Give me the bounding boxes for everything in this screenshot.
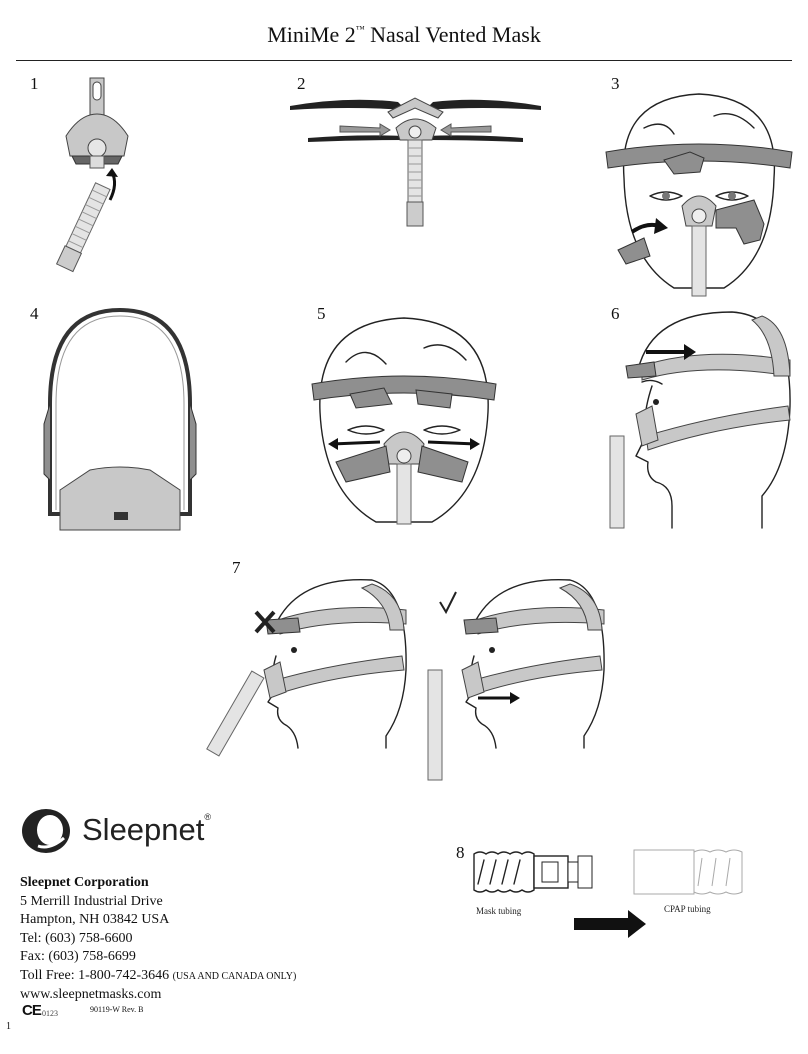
step-number-8: 8 (456, 843, 465, 862)
ce-mark: CE (22, 1002, 42, 1019)
cpap-tubing-label: CPAP tubing (664, 904, 711, 914)
step1-illustration (55, 77, 129, 273)
document-number: 90119-W Rev. B (90, 1005, 144, 1014)
city-address: Hampton, NH 03842 USA (20, 912, 170, 927)
step-number-6: 6 (611, 304, 620, 323)
company-address: Sleepnet Corporation 5 Merrill Industria… (20, 874, 296, 1005)
mask-tubing-label: Mask tubing (476, 906, 522, 916)
step4-illustration (43, 307, 197, 531)
page-number: 1 (6, 1021, 11, 1032)
step8-illustration (473, 849, 743, 938)
step5-illustration (311, 317, 497, 525)
step-number-1: 1 (30, 74, 39, 93)
phone-number: Tel: (603) 758-6600 (20, 930, 133, 946)
website-link[interactable]: www.sleepnetmasks.com (20, 987, 162, 1002)
street-address: 5 Merrill Industrial Drive (20, 893, 163, 909)
step7-illustration (206, 578, 605, 781)
step3-illustration (605, 93, 793, 297)
step-number-2: 2 (297, 74, 306, 93)
sleepnet-logo-icon (22, 809, 70, 853)
step6-illustration (609, 311, 791, 529)
step-number-4: 4 (30, 304, 39, 323)
fax-number: Fax: (603) 758-6699 (20, 949, 136, 964)
step-number-7: 7 (232, 558, 241, 577)
step-number-3: 3 (611, 74, 620, 93)
toll-free-number: Toll Free: 1-800-742-3646 (USA AND CANAD… (20, 967, 297, 983)
page-title: MiniMe 2™ Nasal Vented Mask (267, 22, 541, 47)
step-number-5: 5 (317, 304, 326, 323)
brand-name: Sleepnet® (82, 812, 212, 847)
title-rule (16, 60, 792, 61)
ce-number: 0123 (42, 1009, 58, 1018)
step2-illustration (290, 97, 541, 227)
company-name: Sleepnet Corporation (20, 875, 149, 890)
